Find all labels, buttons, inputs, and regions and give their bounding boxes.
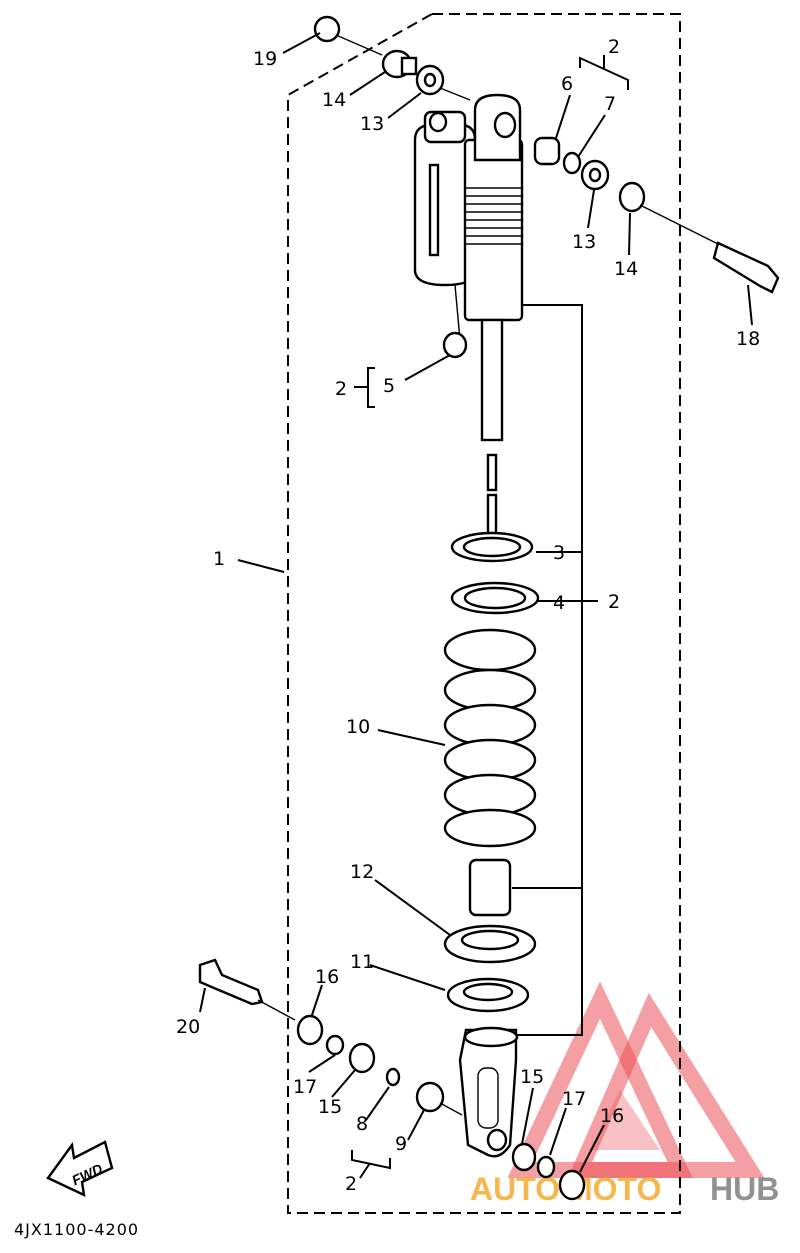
coil-spring: [443, 628, 537, 848]
callout-11: 11: [350, 951, 374, 973]
callout-2-right: 2: [608, 591, 620, 613]
callout-14-left: 14: [322, 89, 346, 111]
diagram-code: 4JX1100-4200: [14, 1220, 139, 1239]
callout-12: 12: [350, 861, 374, 883]
bracket-marks: [351, 55, 629, 1179]
assembly-boundary: [287, 13, 681, 1214]
callout-16-right: 16: [600, 1105, 624, 1127]
callout-3: 3: [553, 542, 565, 564]
callout-7: 7: [604, 93, 616, 115]
callout-14-right: 14: [614, 258, 638, 280]
callout-2-bottom: 2: [345, 1173, 357, 1195]
watermark-logo: [507, 981, 765, 1178]
callout-10: 10: [346, 716, 370, 738]
shock-body: [463, 93, 524, 542]
callout-20: 20: [176, 1016, 200, 1038]
item2-bracket: [505, 304, 583, 1036]
callout-17-left: 17: [293, 1076, 317, 1098]
callout-2-left: 2: [335, 378, 347, 400]
bump-stop: [468, 858, 512, 917]
callout-1: 1: [213, 548, 225, 570]
callout-9: 9: [395, 1133, 407, 1155]
callout-19: 19: [253, 48, 277, 70]
fwd-arrow-icon: [46, 1140, 114, 1198]
callout-13-right: 13: [572, 231, 596, 253]
callout-16-left: 16: [315, 966, 339, 988]
callout-15-right: 15: [520, 1066, 544, 1088]
upper-hardware: [313, 15, 780, 359]
callout-13-left: 13: [360, 113, 384, 135]
reservoir: [413, 110, 477, 341]
callout-2-top: 2: [608, 36, 620, 58]
leader-lines: [199, 32, 753, 1173]
callout-15-left: 15: [318, 1096, 342, 1118]
callout-5: 5: [383, 375, 395, 397]
callout-4: 4: [553, 592, 565, 614]
lower-clevis: [458, 1026, 519, 1158]
callout-8: 8: [356, 1113, 368, 1135]
watermark-text-hub: HUB: [710, 1171, 779, 1207]
callout-17-right: 17: [562, 1088, 586, 1110]
callout-6: 6: [561, 73, 573, 95]
callout-18: 18: [736, 328, 760, 350]
lower-hardware: [198, 958, 586, 1201]
